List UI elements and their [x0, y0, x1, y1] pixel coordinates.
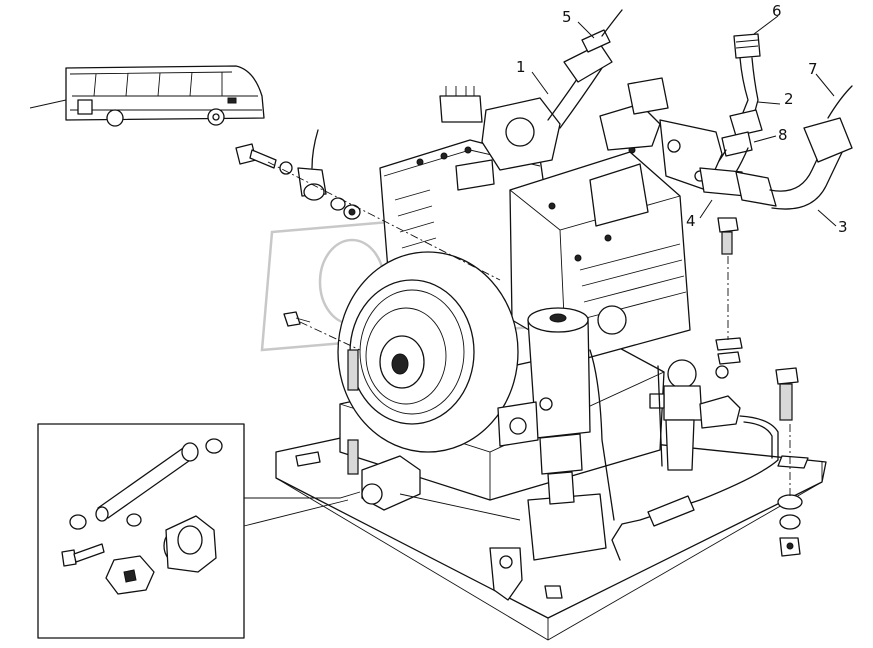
hose-top-right: [713, 33, 763, 173]
callout-3: 3: [838, 218, 848, 236]
bolt-upper-left: [235, 129, 361, 220]
bolt-mid-left: [283, 311, 311, 327]
callouts: 1 2 3 4 5 6 7 8: [516, 2, 848, 236]
air-pipe: [589, 349, 779, 561]
bolt-right-lower: [775, 367, 803, 557]
valve-assembly: [649, 337, 743, 471]
callout-4: 4: [686, 212, 696, 230]
callout-8: 8: [778, 126, 788, 144]
hose-top-left: [547, 9, 623, 129]
alignment-lines: [267, 161, 791, 496]
bolt-right-upper: [717, 217, 739, 255]
callout-5: 5: [562, 8, 572, 26]
support-bracket: [347, 349, 521, 521]
callout-1: 1: [516, 58, 526, 76]
callout-leaders: [531, 15, 837, 227]
detail-inset: [37, 423, 361, 639]
tensioner-cylinder: [489, 307, 607, 601]
bus-thumbnail: [29, 65, 265, 127]
callout-2: 2: [784, 90, 794, 108]
clutch-pulley: [337, 251, 519, 453]
callout-6: 6: [772, 2, 782, 20]
callout-7: 7: [808, 60, 818, 78]
outlet-pipe-with-hose: [659, 85, 853, 210]
